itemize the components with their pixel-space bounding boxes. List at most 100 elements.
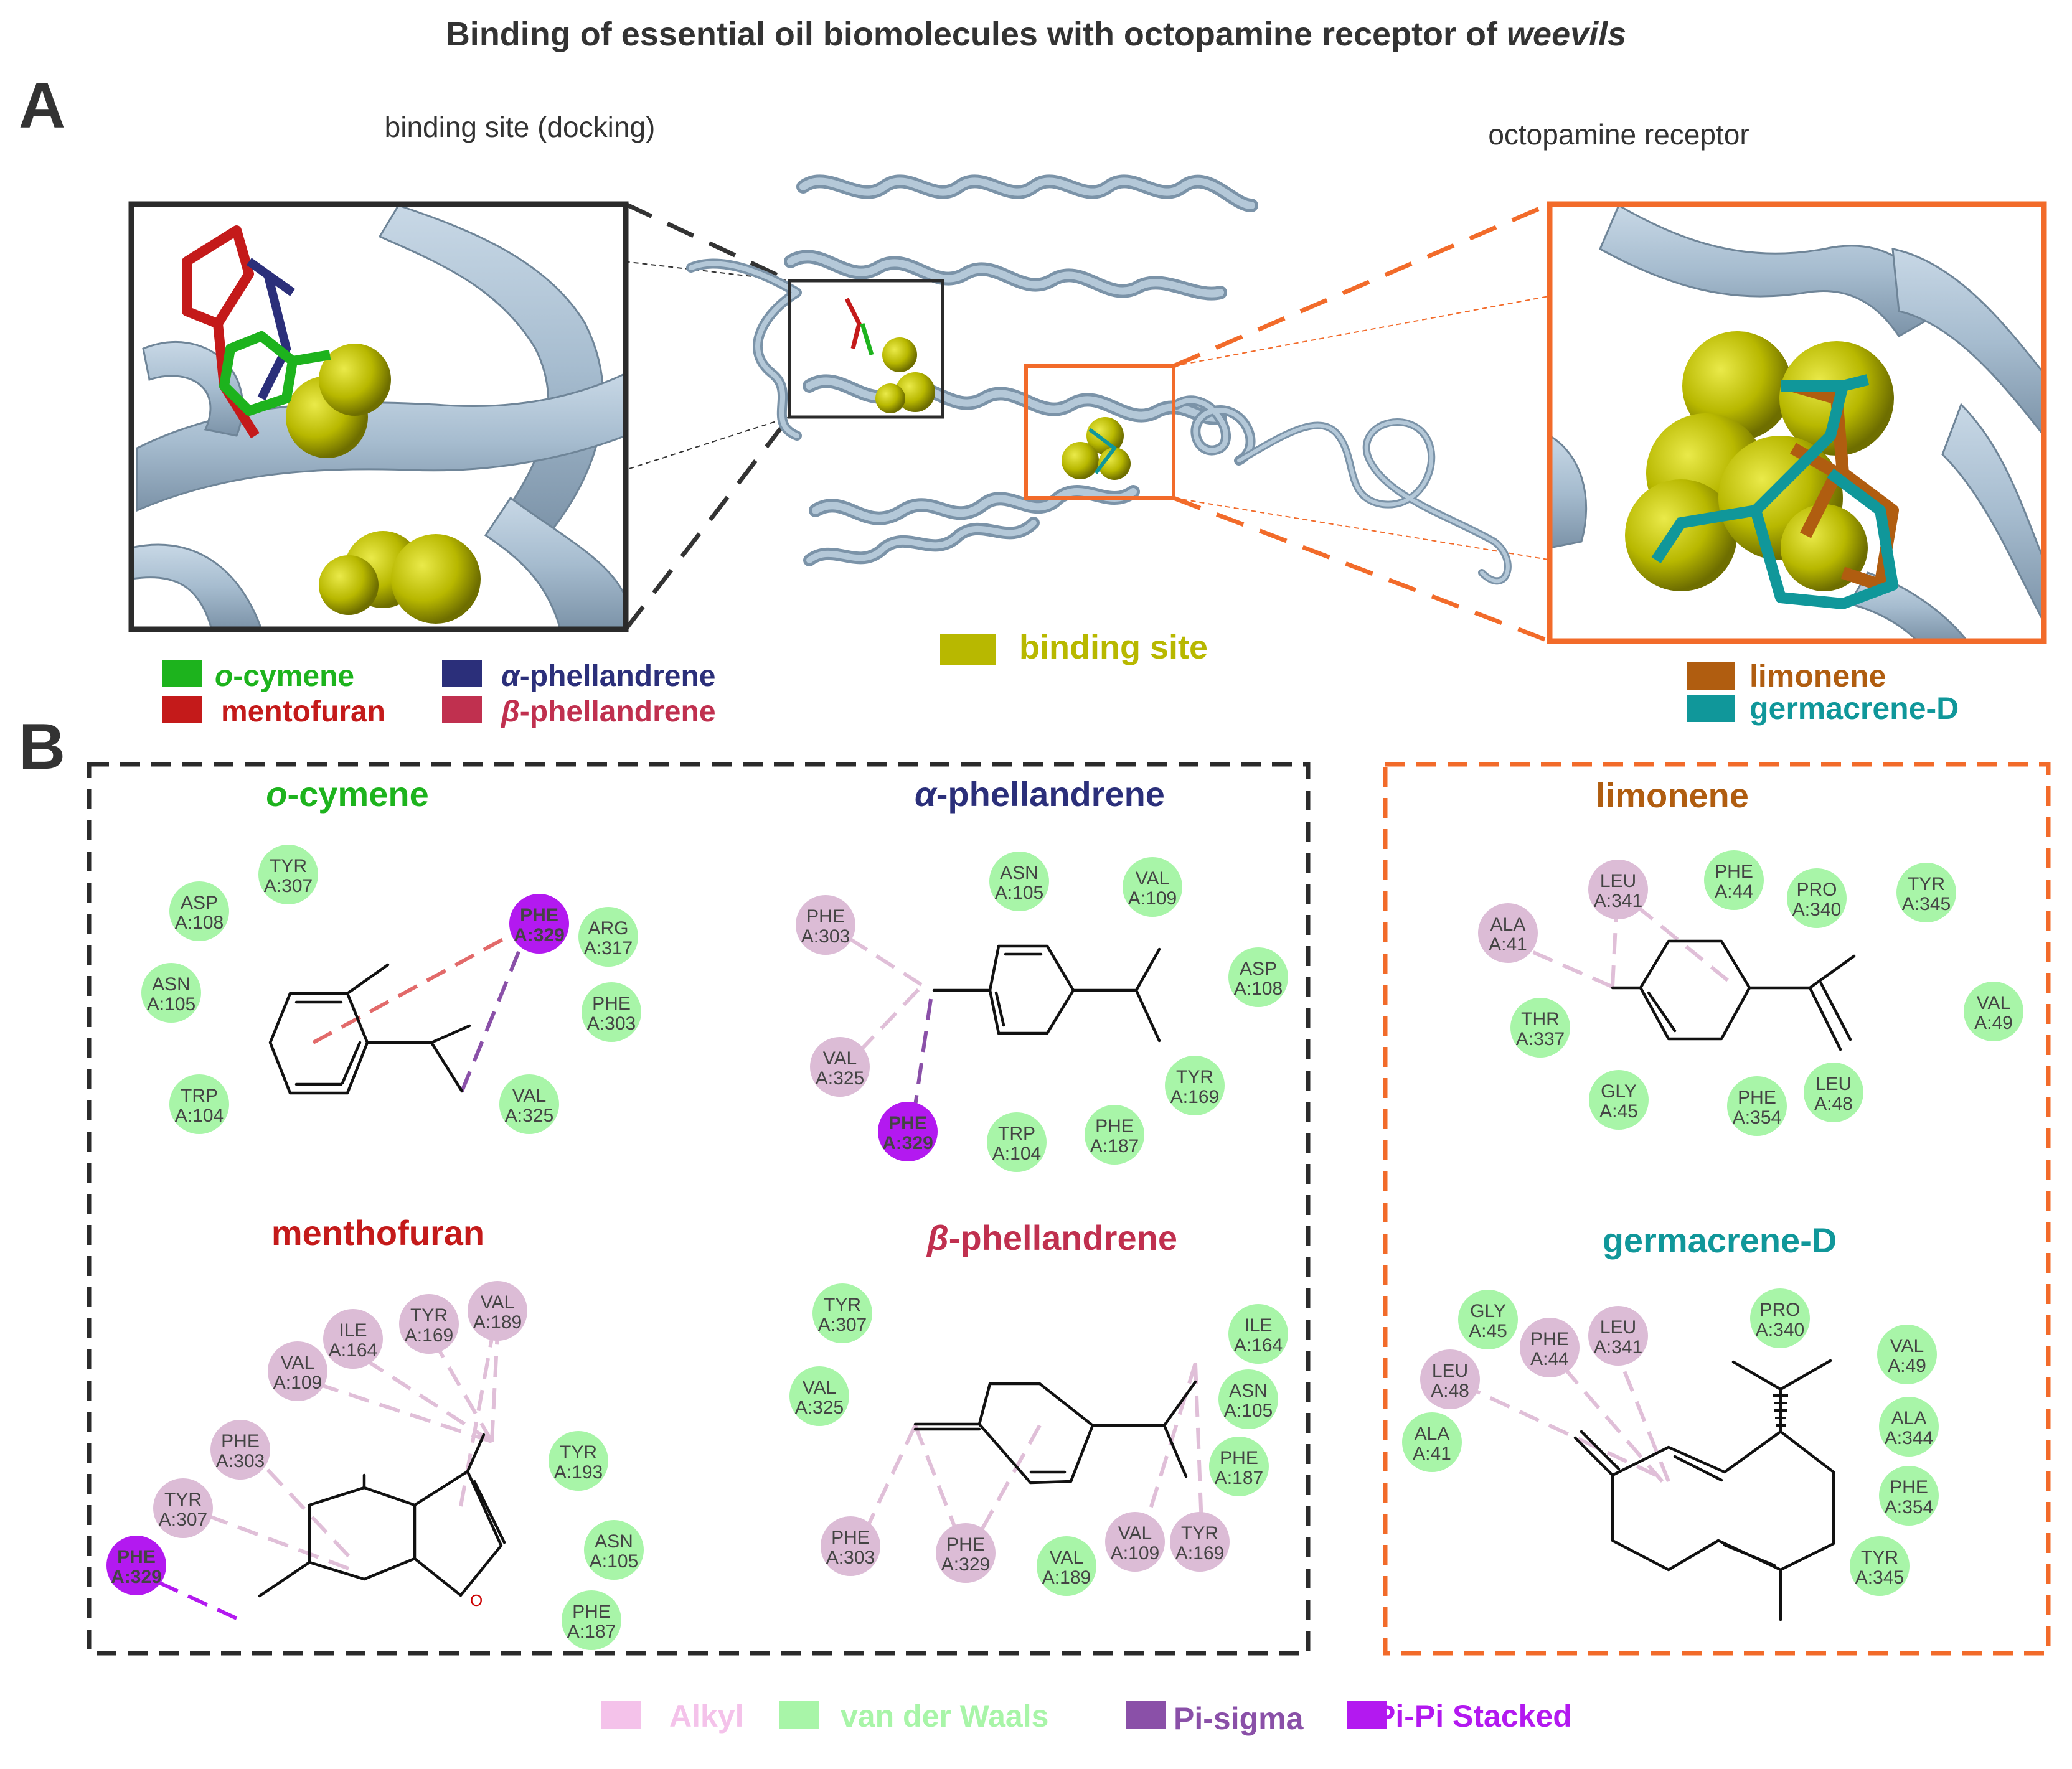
residue-circle: [169, 1074, 229, 1134]
panel-a-letter: A: [19, 70, 65, 142]
legend-swatch-alkyl: [601, 1701, 641, 1729]
residue-circle: [509, 894, 569, 954]
residue-number: A:340: [1792, 899, 1841, 920]
residue-name: THR: [1521, 1009, 1560, 1030]
residue-name: TYR: [1861, 1547, 1898, 1568]
residue-circle: [562, 1590, 621, 1650]
residue-name: ASN: [595, 1531, 633, 1552]
residue-circle: [796, 895, 855, 955]
residue-number: A:108: [1234, 978, 1283, 999]
residue-name: VAL: [512, 1086, 546, 1106]
residue-circle: [1850, 1536, 1910, 1596]
residue-number: A:48: [1431, 1381, 1469, 1401]
residue-name: PHE: [1738, 1087, 1776, 1108]
residue-name: VAL: [1118, 1523, 1152, 1544]
residue-circle: [987, 1112, 1047, 1172]
residue-number: A:189: [1042, 1567, 1091, 1588]
residue-name: ASP: [181, 893, 218, 913]
residue-name: LEU: [1600, 871, 1636, 891]
legend-swatch-vdw: [779, 1701, 819, 1729]
left-legend-item-3: β-phellandrene: [442, 695, 716, 728]
residue-number: A:325: [816, 1068, 864, 1089]
residue-circle: [578, 907, 638, 967]
left-legend-item-2: α-phellandrene: [442, 660, 715, 693]
residue-number: A:345: [1855, 1567, 1904, 1588]
residue-circle: [468, 1281, 527, 1341]
panel-b-letter: B: [19, 711, 65, 783]
residue-circle: [1458, 1290, 1518, 1349]
residue-circle: [812, 1283, 872, 1343]
swatch-bphellandrene: [442, 696, 482, 723]
residue-circle: [1209, 1437, 1269, 1496]
residue-number: A:317: [584, 938, 633, 959]
residue-name: ILE: [1244, 1315, 1272, 1336]
residue-number: A:303: [801, 926, 850, 947]
residue-number: A:109: [1111, 1543, 1159, 1564]
residue-name: VAL: [281, 1353, 314, 1373]
binding-site-legend: binding site: [940, 629, 1208, 666]
center-left-box: [788, 279, 944, 419]
residue-number: A:49: [1888, 1356, 1926, 1376]
residue-number: A:329: [514, 925, 565, 946]
residue-number: A:307: [264, 876, 313, 896]
residue-name: TYR: [824, 1295, 861, 1315]
residue-name: ASN: [1000, 863, 1038, 883]
legend-label-vdw: van der Waals: [841, 1699, 1048, 1734]
residue-name: LEU: [1432, 1361, 1468, 1381]
residue-name: TYR: [1908, 874, 1945, 894]
residue-number: A:44: [1715, 881, 1753, 902]
residue-number: A:303: [587, 1013, 636, 1034]
left-legend-item-1: mentofuran: [162, 695, 385, 728]
residue-name: PHE: [117, 1547, 156, 1567]
residue-circle: [989, 852, 1049, 911]
figure-title-italic: weevils: [1507, 16, 1626, 53]
residue-circle: [268, 1341, 327, 1401]
swatch-mentofuran: [162, 696, 202, 723]
residue-number: A:189: [473, 1312, 522, 1333]
residue-circle: [106, 1536, 166, 1595]
residue-name: TYR: [1181, 1523, 1218, 1544]
legend-swatch-pisigma: [1126, 1701, 1166, 1729]
residue-name: TRP: [181, 1086, 218, 1106]
residue-circle: [789, 1366, 849, 1426]
residue-number: A:340: [1756, 1320, 1804, 1340]
residue-name: LEU: [1600, 1317, 1636, 1338]
residue-circle: [810, 1037, 870, 1097]
figure-title: Binding of essential oil biomolecules wi…: [446, 16, 1626, 53]
residue-circle: [258, 845, 318, 904]
residue-circle: [1964, 982, 2023, 1041]
legend-bphell-label: -phellandrene: [520, 695, 716, 728]
residue-circle: [1478, 903, 1538, 963]
residue-name: VAL: [1977, 993, 2010, 1013]
residue-name: PHE: [831, 1527, 870, 1548]
residue-name: PRO: [1759, 1300, 1800, 1320]
residue-number: A:303: [216, 1451, 265, 1471]
residue-name: ASN: [152, 974, 191, 995]
residue-name: PHE: [1890, 1477, 1928, 1498]
title-menthofuran: menthofuran: [271, 1213, 484, 1252]
residue-number: A:109: [1128, 888, 1177, 909]
residue-circle: [1877, 1325, 1937, 1384]
residue-number: A:169: [1170, 1087, 1219, 1107]
residue-circle: [1879, 1466, 1939, 1526]
